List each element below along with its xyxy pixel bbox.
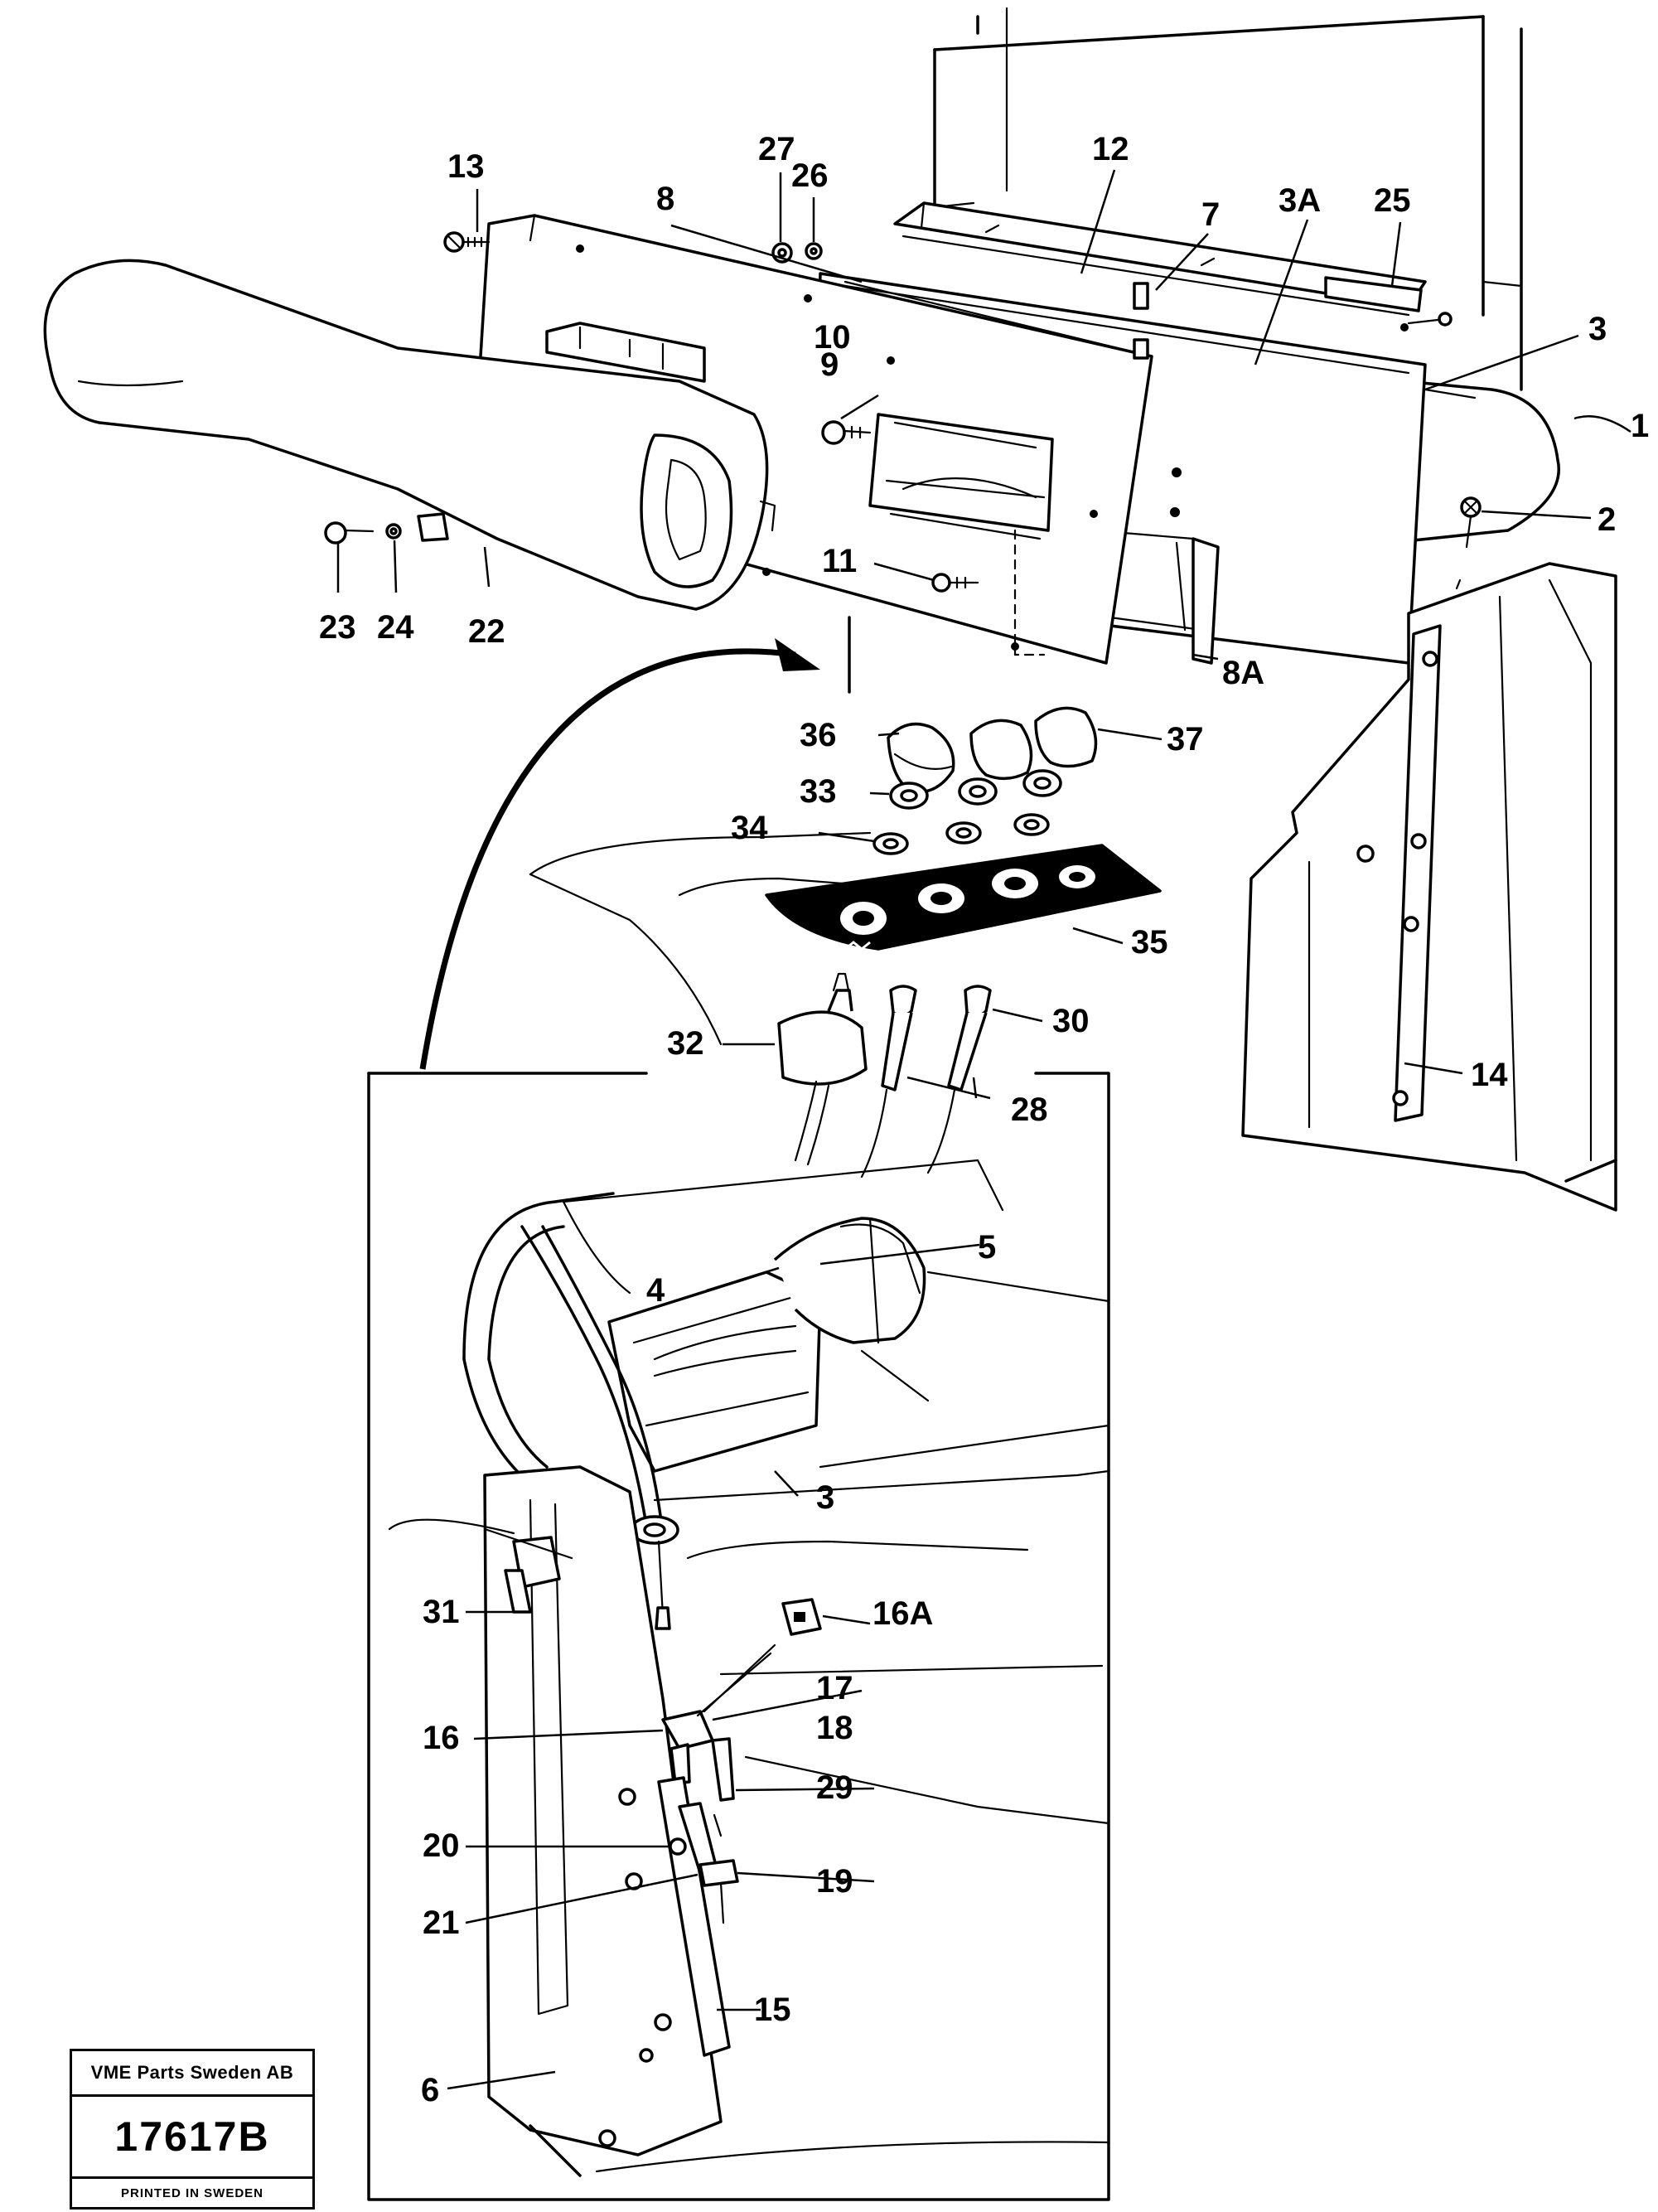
callout-23: 23 [319,609,356,646]
callout-35: 35 [1131,924,1168,961]
callout-27: 27 [758,131,795,167]
callout-30: 30 [1052,1003,1090,1039]
callout-21: 21 [423,1905,460,1941]
cab-window-frame [933,7,1523,391]
callout-3A: 3A [1279,182,1321,219]
front-panel-8 [471,214,1153,665]
callout-12: 12 [1092,131,1129,167]
leader-lines [336,169,1631,2090]
callout-20: 20 [423,1827,460,1864]
callout-29: 29 [816,1769,853,1806]
callout-3-top: 3 [1588,311,1607,347]
callout-28: 28 [1011,1091,1048,1128]
stamp-origin: PRINTED IN SWEDEN [72,2176,312,2207]
callout-15: 15 [754,1992,791,2028]
control-panel-35 [529,831,1162,1046]
callout-8: 8 [656,181,674,217]
callout-11: 11 [822,543,857,579]
callout-2: 2 [1598,501,1616,538]
top-rail-12 [893,201,1453,332]
callout-labels: 13 27 26 12 8 7 3A 25 3 1 10 9 2 11 23 2… [319,131,1649,2108]
knobs [873,706,1098,855]
screw-9-icon [821,420,846,445]
fan-switch-32-icon [777,1010,868,1086]
callout-7: 7 [1201,196,1220,233]
callout-33: 33 [800,773,837,810]
callout-37: 37 [1167,721,1204,758]
callout-16A: 16A [873,1595,933,1632]
callout-18: 18 [816,1710,853,1746]
callout-3-lower: 3 [816,1479,834,1516]
callout-8A: 8A [1222,655,1264,691]
bolt-23-icon [324,521,347,545]
screw-11-icon [931,573,951,593]
stamp-number: 17617B [114,2113,270,2160]
air-duct-22 [43,259,776,611]
callout-16: 16 [423,1720,460,1756]
callout-34: 34 [731,810,768,846]
callout-31: 31 [423,1594,460,1630]
callout-25: 25 [1374,182,1411,219]
callout-19: 19 [816,1863,853,1900]
knob-37a-icon [969,719,1033,781]
callout-32: 32 [667,1025,704,1062]
knob-37b-icon [1034,706,1098,768]
callout-17: 17 [816,1670,853,1706]
callout-26: 26 [791,157,829,194]
callout-10: 10 [814,319,851,356]
stamp-company: VME Parts Sweden AB [72,2051,312,2097]
callout-1: 1 [1631,408,1649,444]
pin-7 [1133,282,1149,360]
callout-4: 4 [646,1272,665,1309]
drawing-stamp: VME Parts Sweden AB 17617B PRINTED IN SW… [70,2049,315,2210]
callout-5: 5 [978,1229,996,1266]
detail-frame [367,1072,1110,2201]
switches-and-cables [777,972,992,1179]
callout-22: 22 [468,613,505,650]
callout-24: 24 [377,609,414,646]
view-arrow [419,616,851,1070]
screws-group [324,231,979,593]
callout-13: 13 [447,148,485,185]
callout-36: 36 [800,717,837,753]
callout-9: 9 [820,346,839,383]
fan-knob-36-icon [887,722,955,794]
callout-14: 14 [1471,1057,1508,1093]
side-panel [1241,562,1617,1212]
callout-6: 6 [421,2072,439,2108]
